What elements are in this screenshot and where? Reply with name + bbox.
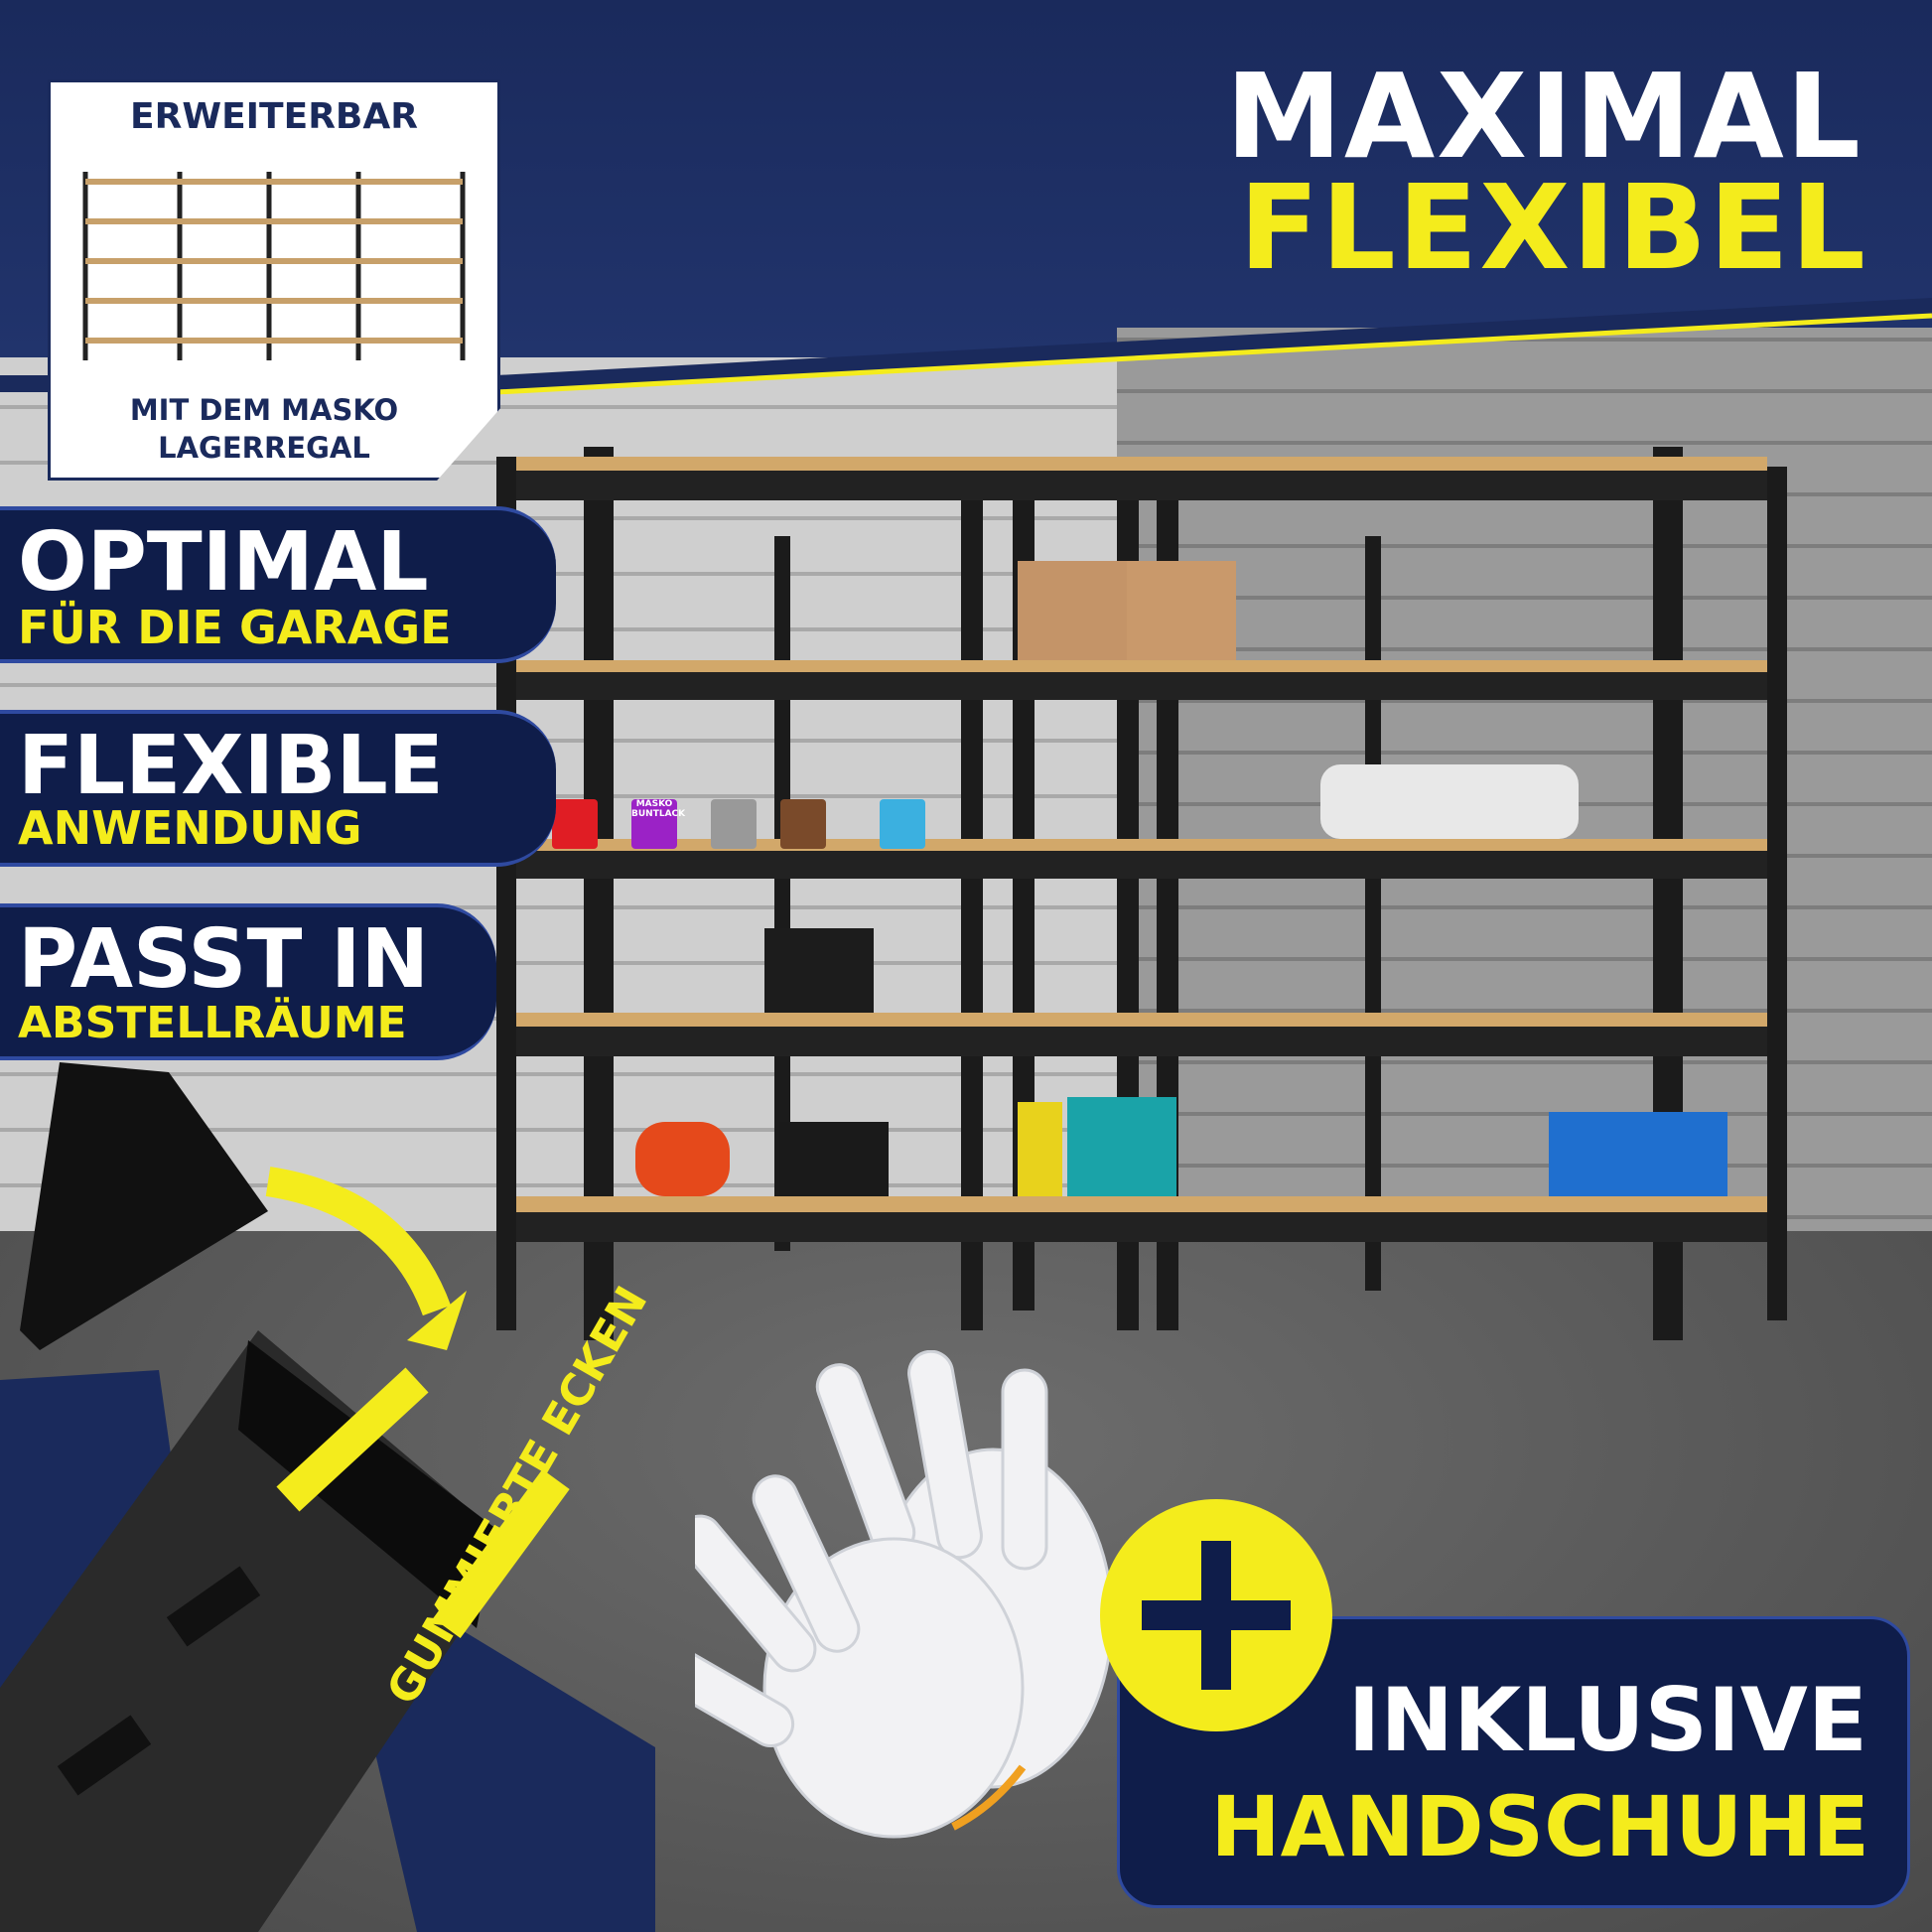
corner-shelving-unit [496, 447, 1787, 1340]
feature-main: OPTIMAL [18, 515, 429, 610]
arrow-icon [265, 1167, 452, 1316]
rubber-corner-detail [0, 1062, 655, 1932]
feature-storage: PASST IN ABSTELLRÄUME [0, 903, 496, 1060]
feature-sub: FÜR DIE GARAGE [18, 601, 452, 654]
inset-caption-line2: LAGERREGAL [158, 430, 370, 465]
included-line2: HANDSCHUHE [1210, 1778, 1869, 1875]
headline-line2: FLEXIBEL [1238, 159, 1867, 296]
feature-flexible: FLEXIBLE ANWENDUNG [0, 710, 556, 867]
headline-line1: MAXIMAL [1225, 48, 1863, 185]
brand-label: MASKO [635, 799, 673, 809]
inset-caption-line1: MIT DEM MASKO [129, 393, 399, 427]
feature-main: FLEXIBLE [18, 719, 444, 813]
plus-icon [1100, 1499, 1332, 1731]
shelf-thumbnail [82, 172, 466, 360]
feature-main: PASST IN [18, 912, 430, 1007]
gloves-image [695, 1350, 1114, 1839]
feature-garage: OPTIMAL FÜR DIE GARAGE [0, 506, 556, 663]
inset-title: ERWEITERBAR [130, 96, 418, 137]
paint-label: BUNTLACK [631, 809, 686, 819]
feature-sub: ANWENDUNG [18, 801, 362, 855]
feature-sub: ABSTELLRÄUME [18, 998, 407, 1048]
included-line1: INKLUSIVE [1347, 1669, 1867, 1771]
